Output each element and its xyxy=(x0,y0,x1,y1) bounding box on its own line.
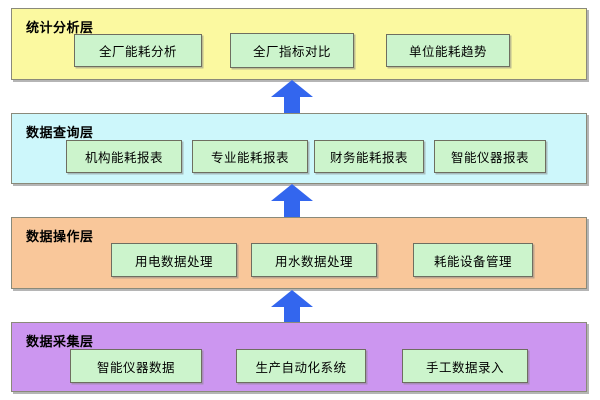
node-smart-instrument-data[interactable]: 智能仪器数据 xyxy=(70,349,202,383)
node-manual-data-entry[interactable]: 手工数据录入 xyxy=(402,349,528,383)
layer-operation-title: 数据操作层 xyxy=(26,230,94,245)
node-electricity-data-processing[interactable]: 用电数据处理 xyxy=(111,243,237,277)
arrow-up-icon xyxy=(271,184,313,217)
node-smart-instrument-report[interactable]: 智能仪器报表 xyxy=(434,140,546,173)
node-unit-energy-trend[interactable]: 单位能耗趋势 xyxy=(386,34,510,67)
arrow-collection-to-operation xyxy=(271,290,313,322)
node-full-plant-index-comparison[interactable]: 全厂指标对比 xyxy=(230,33,354,68)
arrow-up-icon xyxy=(271,290,313,322)
layer-statistics-title: 统计分析层 xyxy=(26,21,94,36)
node-energy-equipment-management[interactable]: 耗能设备管理 xyxy=(413,243,533,277)
layer-query-title: 数据查询层 xyxy=(26,126,94,141)
layer-collection-title: 数据采集层 xyxy=(26,335,94,350)
node-production-automation-system[interactable]: 生产自动化系统 xyxy=(236,349,366,383)
layer-statistics: 统计分析层 全厂能耗分析 全厂指标对比 单位能耗趋势 xyxy=(11,8,587,80)
node-financial-energy-report[interactable]: 财务能耗报表 xyxy=(314,140,424,173)
arrow-query-to-statistics xyxy=(271,80,313,113)
layer-operation: 数据操作层 用电数据处理 用水数据处理 耗能设备管理 xyxy=(11,217,587,289)
node-organization-energy-report[interactable]: 机构能耗报表 xyxy=(66,140,182,173)
arrow-operation-to-query xyxy=(271,184,313,217)
node-professional-energy-report[interactable]: 专业能耗报表 xyxy=(192,140,308,173)
layer-collection: 数据采集层 智能仪器数据 生产自动化系统 手工数据录入 xyxy=(11,322,587,392)
layer-query: 数据查询层 机构能耗报表 专业能耗报表 财务能耗报表 智能仪器报表 xyxy=(11,113,587,184)
node-full-plant-energy-analysis[interactable]: 全厂能耗分析 xyxy=(74,34,202,67)
arrow-up-icon xyxy=(271,80,313,113)
node-water-data-processing[interactable]: 用水数据处理 xyxy=(251,243,377,277)
